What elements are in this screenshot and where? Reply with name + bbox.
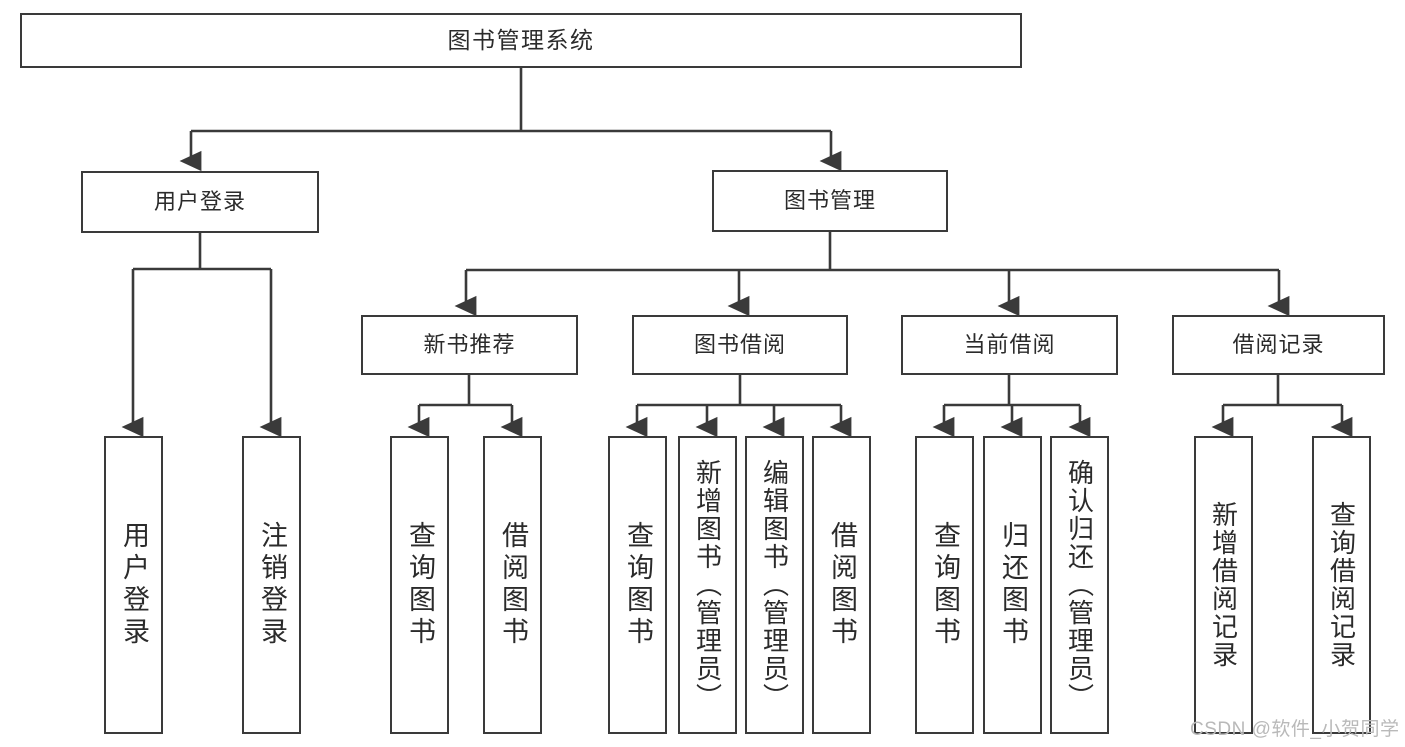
leaf-user-login-login[interactable]: 用户登录 xyxy=(104,436,163,734)
node-new-book-recommend[interactable]: 新书推荐 xyxy=(361,315,578,375)
leaf-user-login-logout[interactable]: 注销登录 xyxy=(242,436,301,734)
leaf-current-borrow-confirm-return[interactable]: 确认归还（管理员） xyxy=(1050,436,1109,734)
node-label: 用户登录 xyxy=(153,189,246,215)
csdn-watermark: CSDN @软件_小贺同学 xyxy=(1190,719,1400,740)
node-label: 编辑图书（管理员） xyxy=(759,459,790,711)
leaf-current-borrow-query[interactable]: 查询图书 xyxy=(915,436,974,734)
node-label: 注销登录 xyxy=(257,521,287,649)
leaf-borrow-record-query[interactable]: 查询借阅记录 xyxy=(1312,436,1371,734)
leaf-book-borrow-query[interactable]: 查询图书 xyxy=(608,436,667,734)
leaf-book-borrow-edit[interactable]: 编辑图书（管理员） xyxy=(745,436,804,734)
leaf-new-book-borrow[interactable]: 借阅图书 xyxy=(483,436,542,734)
leaf-book-borrow-add[interactable]: 新增图书（管理员） xyxy=(678,436,737,734)
node-borrow-record[interactable]: 借阅记录 xyxy=(1172,315,1385,375)
leaf-current-borrow-return[interactable]: 归还图书 xyxy=(983,436,1042,734)
node-label: 新增借阅记录 xyxy=(1208,501,1239,669)
node-label: 新书推荐 xyxy=(423,332,516,358)
leaf-borrow-record-add[interactable]: 新增借阅记录 xyxy=(1194,436,1253,734)
node-root-book-management-system[interactable]: 图书管理系统 xyxy=(20,13,1022,68)
leaf-book-borrow-borrow[interactable]: 借阅图书 xyxy=(812,436,871,734)
node-label: 确认归还（管理员） xyxy=(1064,459,1095,711)
node-label: 借阅图书 xyxy=(827,521,857,649)
node-label: 借阅记录 xyxy=(1232,332,1325,358)
node-label: 图书管理系统 xyxy=(447,27,595,54)
node-label: 借阅图书 xyxy=(498,521,528,649)
node-label: 当前借阅 xyxy=(963,332,1056,358)
node-label: 查询借阅记录 xyxy=(1326,501,1357,669)
node-book-borrow[interactable]: 图书借阅 xyxy=(632,315,848,375)
node-label: 新增图书（管理员） xyxy=(692,459,723,711)
node-label: 图书管理 xyxy=(783,188,876,214)
node-label: 查询图书 xyxy=(405,521,435,649)
node-label: 用户登录 xyxy=(119,521,149,649)
node-label: 查询图书 xyxy=(930,521,960,649)
node-label: 图书借阅 xyxy=(693,332,786,358)
node-label: 查询图书 xyxy=(623,521,653,649)
leaf-new-book-query[interactable]: 查询图书 xyxy=(390,436,449,734)
node-label: 归还图书 xyxy=(998,521,1028,649)
node-book-management[interactable]: 图书管理 xyxy=(712,170,948,232)
node-current-borrow[interactable]: 当前借阅 xyxy=(901,315,1118,375)
node-user-login[interactable]: 用户登录 xyxy=(81,171,319,233)
